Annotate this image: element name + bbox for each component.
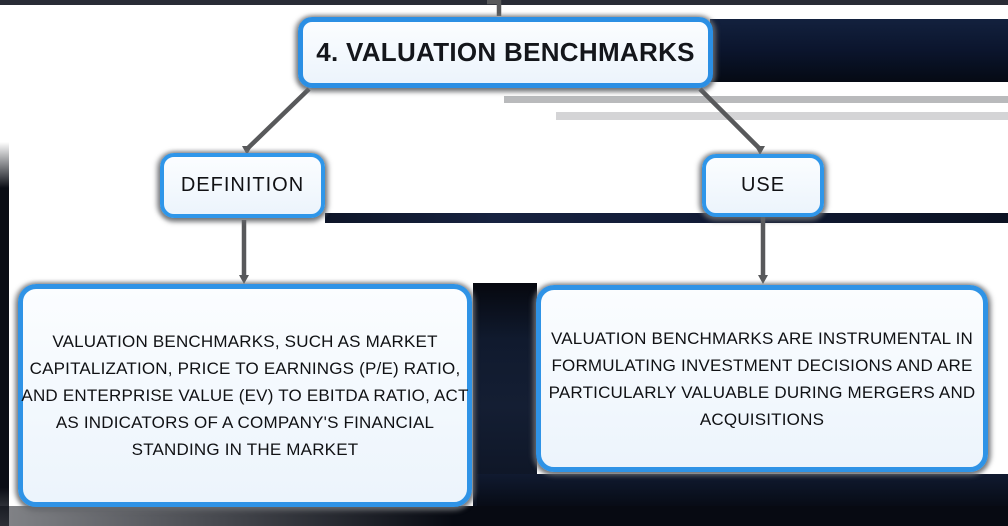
detail-text-line: FORMULATING INVESTMENT DECISIONS AND ARE: [551, 355, 973, 375]
bg-artifact-horizontal-band: [325, 213, 1008, 223]
detail-text-line: AND ENTERPRISE VALUE (EV) TO EBITDA RATI…: [21, 386, 469, 405]
detail-text-line: PARTICULARLY VALUABLE DURING MERGERS AND: [548, 382, 976, 402]
bg-artifact-bottom-right: [477, 474, 1008, 508]
branch-node-definition[interactable]: DEFINITION: [160, 153, 325, 218]
bg-artifact-middle-column: [473, 283, 537, 508]
detail-text-line: STANDING IN THE MARKET: [131, 440, 359, 459]
bg-artifact-bottom: [0, 506, 1008, 526]
detail-text-line: CAPITALIZATION, PRICE TO EARNINGS (P/E) …: [29, 359, 461, 378]
root-node-label: 4. VALUATION BENCHMARKS: [316, 37, 695, 67]
connector-root-use: [698, 87, 762, 151]
branch-node-use[interactable]: USE: [702, 154, 824, 217]
bg-artifact-streak: [556, 112, 1008, 120]
bg-artifact-top-right: [710, 19, 1008, 82]
detail-text-line: VALUATION BENCHMARKS ARE INSTRUMENTAL IN: [550, 328, 974, 348]
detail-text-line: AS INDICATORS OF A COMPANY'S FINANCIAL: [55, 413, 435, 432]
bg-artifact-top-line: [0, 0, 1008, 5]
root-top-connector: [487, 0, 502, 16]
detail-box-use[interactable]: VALUATION BENCHMARKS ARE INSTRUMENTAL IN…: [536, 285, 988, 472]
arrowhead-icon: [758, 275, 768, 284]
detail-text-line: ACQUISITIONS: [699, 409, 825, 429]
arrowhead-icon: [239, 275, 249, 284]
bg-artifact-left-strip: [0, 142, 9, 526]
branch-node-label: DEFINITION: [180, 174, 305, 196]
detail-box-definition[interactable]: VALUATION BENCHMARKS, SUCH AS MARKET CAP…: [18, 284, 472, 507]
branch-node-label: USE: [740, 174, 786, 196]
bg-artifact-streak: [504, 96, 1008, 103]
root-node[interactable]: 4. VALUATION BENCHMARKS: [298, 17, 713, 88]
detail-text-line: VALUATION BENCHMARKS, SUCH AS MARKET: [52, 332, 438, 351]
connector-root-definition: [245, 87, 311, 151]
